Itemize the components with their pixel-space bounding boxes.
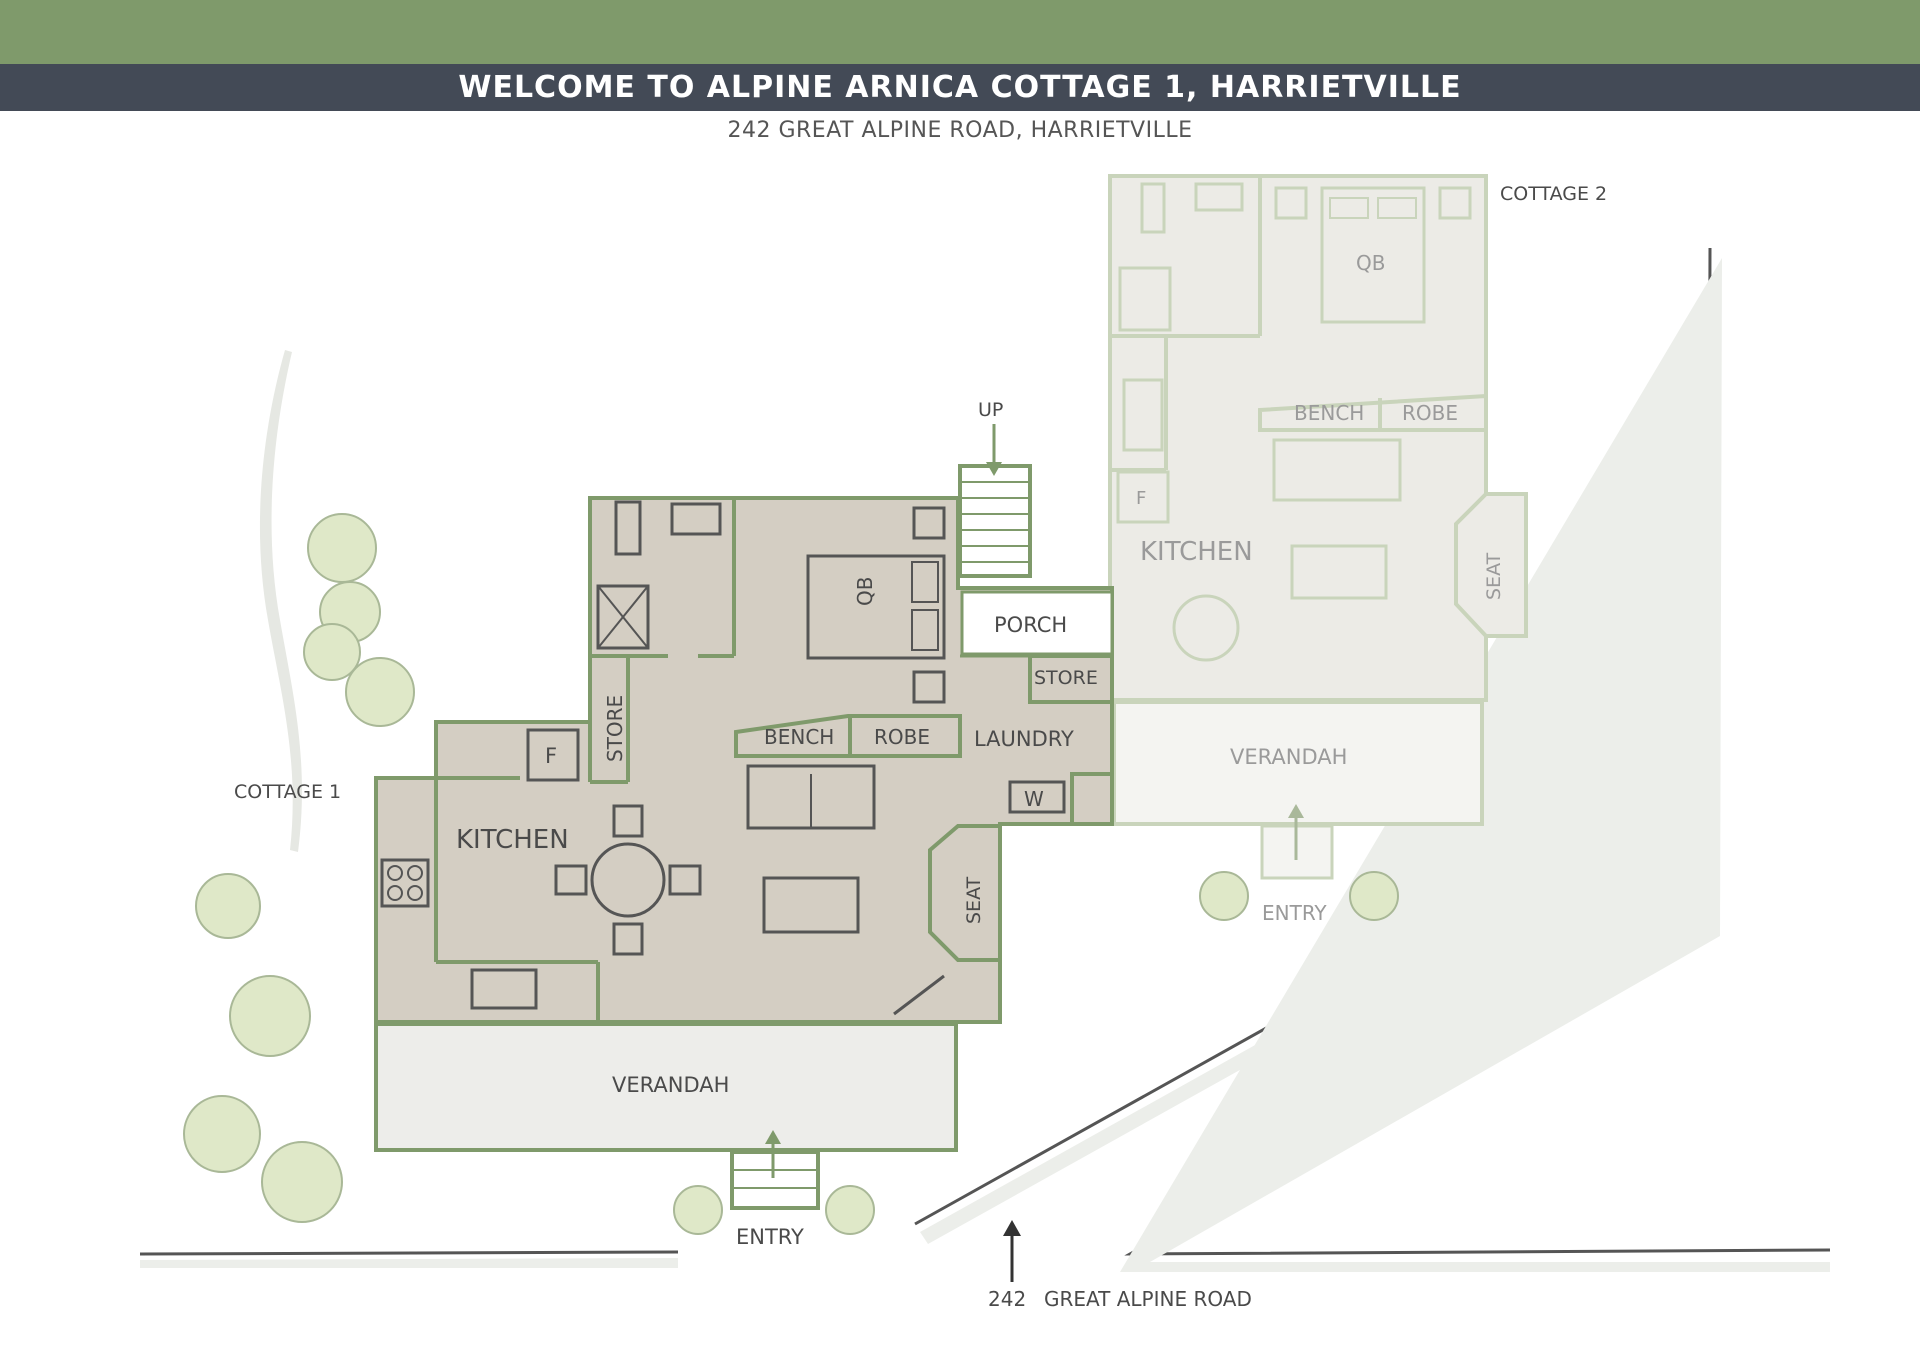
cooktop-burner	[387, 885, 403, 901]
tree-icon	[303, 623, 361, 681]
trees	[183, 513, 1399, 1235]
dining-chair	[612, 922, 644, 956]
dining-chair	[554, 864, 588, 896]
cottage1-fridge-label: F	[545, 744, 557, 768]
cottage1-store2	[1028, 654, 1114, 704]
tree-icon	[345, 657, 415, 727]
cottage1-verandah	[374, 1022, 958, 1152]
cooktop-burner	[387, 865, 403, 881]
tree-icon	[1199, 871, 1249, 921]
cottage2-vanity	[1194, 182, 1244, 212]
road-arrow-icon	[1003, 1220, 1021, 1236]
cottage2-kitchen-label: KITCHEN	[1140, 537, 1253, 567]
cottage2-bench-label: BENCH	[1294, 401, 1364, 425]
entry-arrow-icon	[765, 1130, 781, 1144]
tree-icon	[1349, 871, 1399, 921]
cottage2-entry-label: ENTRY	[1262, 901, 1327, 925]
cottage2-name: COTTAGE 2	[1500, 183, 1607, 205]
cottage1-bench-label: BENCH	[764, 725, 834, 749]
road-number: 242	[988, 1287, 1026, 1311]
cottage1-sink	[470, 968, 538, 1010]
cottage1-plan	[374, 424, 1114, 1210]
cottage1-up-label: UP	[978, 399, 1003, 421]
cottage1-dining-table	[590, 842, 666, 918]
cottage1-bedside	[912, 506, 946, 540]
cottage2-bed-label: QB	[1356, 251, 1385, 275]
cottage2-pillow	[1377, 197, 1417, 219]
cottage1-coffee-table	[762, 876, 860, 934]
cottage1-bench-robe	[734, 714, 962, 758]
cottage2-plan	[1108, 174, 1528, 880]
dining-chair	[668, 864, 702, 896]
shower-cross	[597, 585, 649, 649]
cottage2-bedside	[1438, 186, 1472, 220]
cottage2-bed	[1320, 186, 1426, 324]
tree-icon	[825, 1185, 875, 1235]
cottage1-verandah-label: VERANDAH	[612, 1073, 729, 1097]
road-left-line	[139, 1250, 679, 1256]
cottage2-sofa	[1272, 438, 1402, 502]
page-title: WELCOME TO ALPINE ARNICA COTTAGE 1, HARR…	[458, 70, 1462, 105]
cottage1-cooktop	[380, 858, 430, 908]
tree-icon	[261, 1141, 343, 1223]
tree-icon	[195, 873, 261, 939]
cottage2-entry-arrow-icon	[1288, 804, 1304, 818]
cottage1-kitchen-label: KITCHEN	[456, 825, 569, 855]
cottage1-fridge	[526, 728, 580, 782]
cottage2-fridge-label: F	[1136, 488, 1146, 509]
tree-icon	[673, 1185, 723, 1235]
cottage2-dining-table	[1172, 594, 1240, 662]
cottage1-porch	[960, 590, 1114, 656]
cottage1-heater	[893, 974, 945, 1016]
cottage2-seat-label: SEAT	[1483, 552, 1505, 600]
title-bar: WELCOME TO ALPINE ARNICA COTTAGE 1, HARR…	[0, 64, 1920, 111]
cottage1-bed	[806, 554, 946, 660]
cooktop-burner	[407, 865, 423, 881]
cottage2-bedside	[1274, 186, 1308, 220]
cottage2-verandah-label: VERANDAH	[1230, 745, 1347, 769]
cottage2-sink	[1122, 378, 1164, 452]
cottage1-bed-label: QB	[853, 577, 877, 606]
cottage1-name: COTTAGE 1	[234, 781, 341, 803]
up-arrow-icon	[986, 462, 1002, 476]
cottage2-robe-label: ROBE	[1402, 401, 1458, 425]
address-subtitle: 242 GREAT ALPINE ROAD, HARRIETVILLE	[727, 118, 1193, 143]
cottage1-pillow	[911, 609, 939, 651]
cottage2-seat-bay	[1454, 492, 1528, 638]
cottage1-laundry-label: LAUNDRY	[974, 727, 1074, 751]
cottage1-laundry-box	[1070, 772, 1114, 826]
top-band	[0, 0, 1920, 64]
dining-chair	[612, 804, 644, 838]
cottage1-store-label: STORE	[603, 695, 627, 762]
cottage1-seat-bay	[928, 824, 1002, 962]
cottage1-steps	[730, 1150, 820, 1210]
cottage2-pillow	[1329, 197, 1369, 219]
cottage2-bench-robe	[1258, 393, 1488, 432]
cottage1-seat-label: SEAT	[963, 876, 985, 924]
cottage1-washer	[1008, 780, 1066, 814]
road-name: GREAT ALPINE ROAD	[1044, 1287, 1252, 1311]
cottage1-bedside	[912, 670, 946, 704]
tree-icon	[183, 1095, 261, 1173]
cottage2-shower	[1118, 266, 1172, 332]
cottage1-store2-label: STORE	[1034, 667, 1098, 689]
cottage1-toilet	[614, 500, 642, 556]
cottage2-toilet	[1140, 182, 1166, 234]
cottage1-shower	[596, 584, 650, 650]
cottage1-vanity	[670, 502, 722, 536]
cottage2-body	[1108, 174, 1528, 702]
cottage1-washer-label: W	[1024, 787, 1044, 811]
cottage1-pillow	[911, 561, 939, 603]
cottage1-robe-label: ROBE	[874, 725, 930, 749]
cottage1-porch-label: PORCH	[994, 613, 1067, 637]
cottage1-entry-label: ENTRY	[736, 1225, 804, 1249]
tree-icon	[229, 975, 311, 1057]
tree-icon	[307, 513, 377, 583]
cottage2-fridge	[1116, 470, 1170, 524]
hedge-shape	[259, 350, 302, 852]
road-left-shade	[140, 1258, 678, 1268]
cooktop-burner	[407, 885, 423, 901]
cottage2-table	[1290, 544, 1388, 600]
